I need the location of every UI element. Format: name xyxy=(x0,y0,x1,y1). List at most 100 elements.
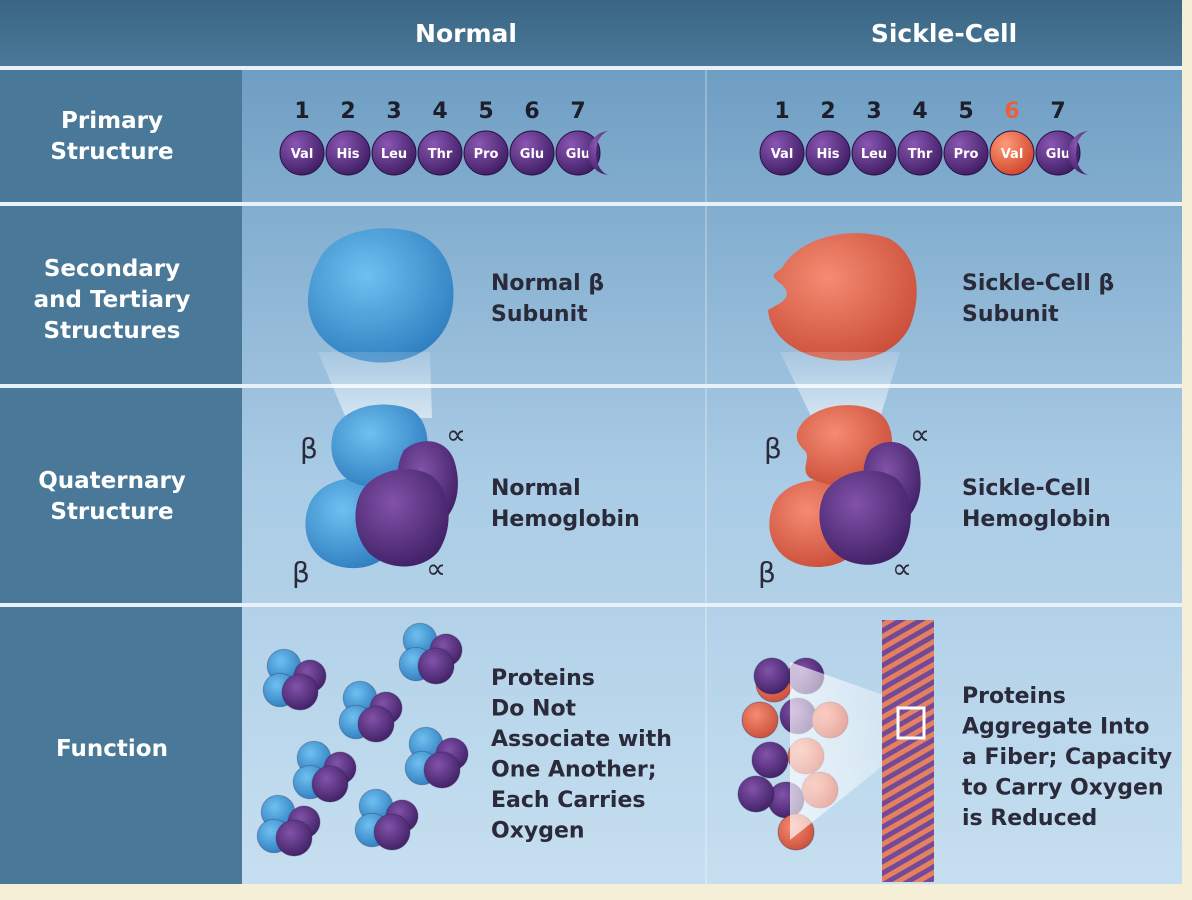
normal-separate-hemoglobin-molecules xyxy=(256,622,469,857)
subunit-blob xyxy=(373,813,411,851)
sickle-residue-bead xyxy=(1035,130,1081,176)
normal-residue-label: Thr xyxy=(428,147,453,162)
normal-position-number: 1 xyxy=(294,99,309,124)
row-label-function: Function xyxy=(56,736,168,762)
hemoglobin-molecule xyxy=(262,648,327,711)
text-line: is Reduced xyxy=(962,806,1097,831)
normal-residue-bead xyxy=(509,130,555,176)
divider-primary xyxy=(0,202,1182,206)
normal-residue-label: Leu xyxy=(381,147,407,162)
normal-hemoglobin-tetramer xyxy=(305,404,458,569)
text-line: Structures xyxy=(44,318,181,344)
normal-beta-label-top: β xyxy=(300,432,318,465)
sickle-residue-label: Pro xyxy=(954,147,979,162)
text-line: Structure xyxy=(50,499,173,525)
sickle-residue-label: Glu xyxy=(1046,147,1070,162)
normal-residue-label: Val xyxy=(291,147,314,162)
text-line: Structure xyxy=(50,139,173,165)
text-line: Oxygen xyxy=(491,819,585,844)
subunit-blob xyxy=(357,705,395,743)
aggregated-subunit-blob xyxy=(737,775,775,813)
sickle-residue-bead xyxy=(805,130,851,176)
sickle-beta-subunit-shape xyxy=(768,233,917,361)
normal-position-number: 2 xyxy=(340,99,355,124)
hemoglobin-molecule xyxy=(398,622,463,685)
header-bar xyxy=(0,0,1182,66)
text-line: Quaternary xyxy=(38,468,186,494)
sickle-position-number: 7 xyxy=(1050,99,1065,124)
sickle-position-number: 1 xyxy=(774,99,789,124)
normal-residue-bead xyxy=(417,130,463,176)
sickle-hemoglobin-tetramer xyxy=(769,405,921,568)
text-line: Subunit xyxy=(491,302,588,327)
sickle-alpha-label-bottom: ∝ xyxy=(892,552,912,585)
normal-residue-label: Pro xyxy=(474,147,499,162)
sickle-residue-label: Leu xyxy=(861,147,887,162)
normal-residue-bead xyxy=(371,130,417,176)
sickle-position-number: 6 xyxy=(1004,99,1019,124)
hemoglobin-molecule xyxy=(354,788,419,851)
hemoglobin-molecule xyxy=(338,680,403,743)
text-line: Do Not xyxy=(491,697,577,722)
subunit-blob xyxy=(423,751,461,789)
sickle-position-number: 4 xyxy=(912,99,927,124)
text-line: Sickle-Cell β xyxy=(962,271,1114,296)
aggregated-subunit-blob xyxy=(751,741,789,779)
sickle-residue-label: Thr xyxy=(908,147,933,162)
normal-position-number: 3 xyxy=(386,99,401,124)
normal-chain-continuation xyxy=(588,131,610,175)
normal-residue-bead xyxy=(325,130,371,176)
normal-position-number: 6 xyxy=(524,99,539,124)
text-line: Each Carries xyxy=(491,788,645,813)
divider-header xyxy=(0,66,1182,70)
normal-position-number: 4 xyxy=(432,99,447,124)
sickle-subunit-label: Sickle-Cell β Subunit xyxy=(962,271,1114,327)
text-line: One Another; xyxy=(491,758,657,783)
normal-alpha-label-bottom: ∝ xyxy=(426,552,446,585)
sickle-position-number: 2 xyxy=(820,99,835,124)
sickle-residue-bead xyxy=(943,130,989,176)
sickle-residue-label: Val xyxy=(1001,147,1024,162)
aggregated-subunit-blob xyxy=(753,657,791,695)
hemoglobin-molecule xyxy=(292,740,357,803)
hemoglobin-molecule xyxy=(404,726,469,789)
text-line: Hemoglobin xyxy=(962,507,1111,532)
text-line: Primary xyxy=(61,108,163,134)
text-line: to Carry Oxygen xyxy=(962,776,1164,801)
text-line: Sickle-Cell xyxy=(962,476,1091,501)
sickle-residue-bead xyxy=(759,130,805,176)
normal-residue-bead xyxy=(555,130,601,176)
subunit-blob xyxy=(311,765,349,803)
sickle-chain-continuation xyxy=(1068,131,1090,175)
text-line: Subunit xyxy=(962,302,1059,327)
normal-beta-label-bottom: β xyxy=(292,556,310,589)
sickle-beta-label-bottom: β xyxy=(758,556,776,589)
normal-position-number: 7 xyxy=(570,99,585,124)
normal-beta-subunit-shape xyxy=(307,228,454,363)
normal-position-number: 5 xyxy=(478,99,493,124)
text-line: Proteins xyxy=(491,666,595,691)
text-line: a Fiber; Capacity xyxy=(962,745,1172,770)
subunit-blob xyxy=(281,673,319,711)
sickle-fiber-zoom-box xyxy=(896,706,926,740)
hemoglobin-molecule xyxy=(256,794,321,857)
divider-secondary xyxy=(0,384,1182,388)
sickle-residue-label: Val xyxy=(771,147,794,162)
sickle-residue-bead xyxy=(851,130,897,176)
text-line: Aggregate Into xyxy=(962,715,1149,740)
normal-alpha-label-top: ∝ xyxy=(446,418,466,451)
text-line: Secondary xyxy=(44,256,180,282)
normal-residue-label: His xyxy=(336,147,359,162)
normal-zoom-beam xyxy=(318,352,432,418)
sickle-residue-label: His xyxy=(816,147,839,162)
